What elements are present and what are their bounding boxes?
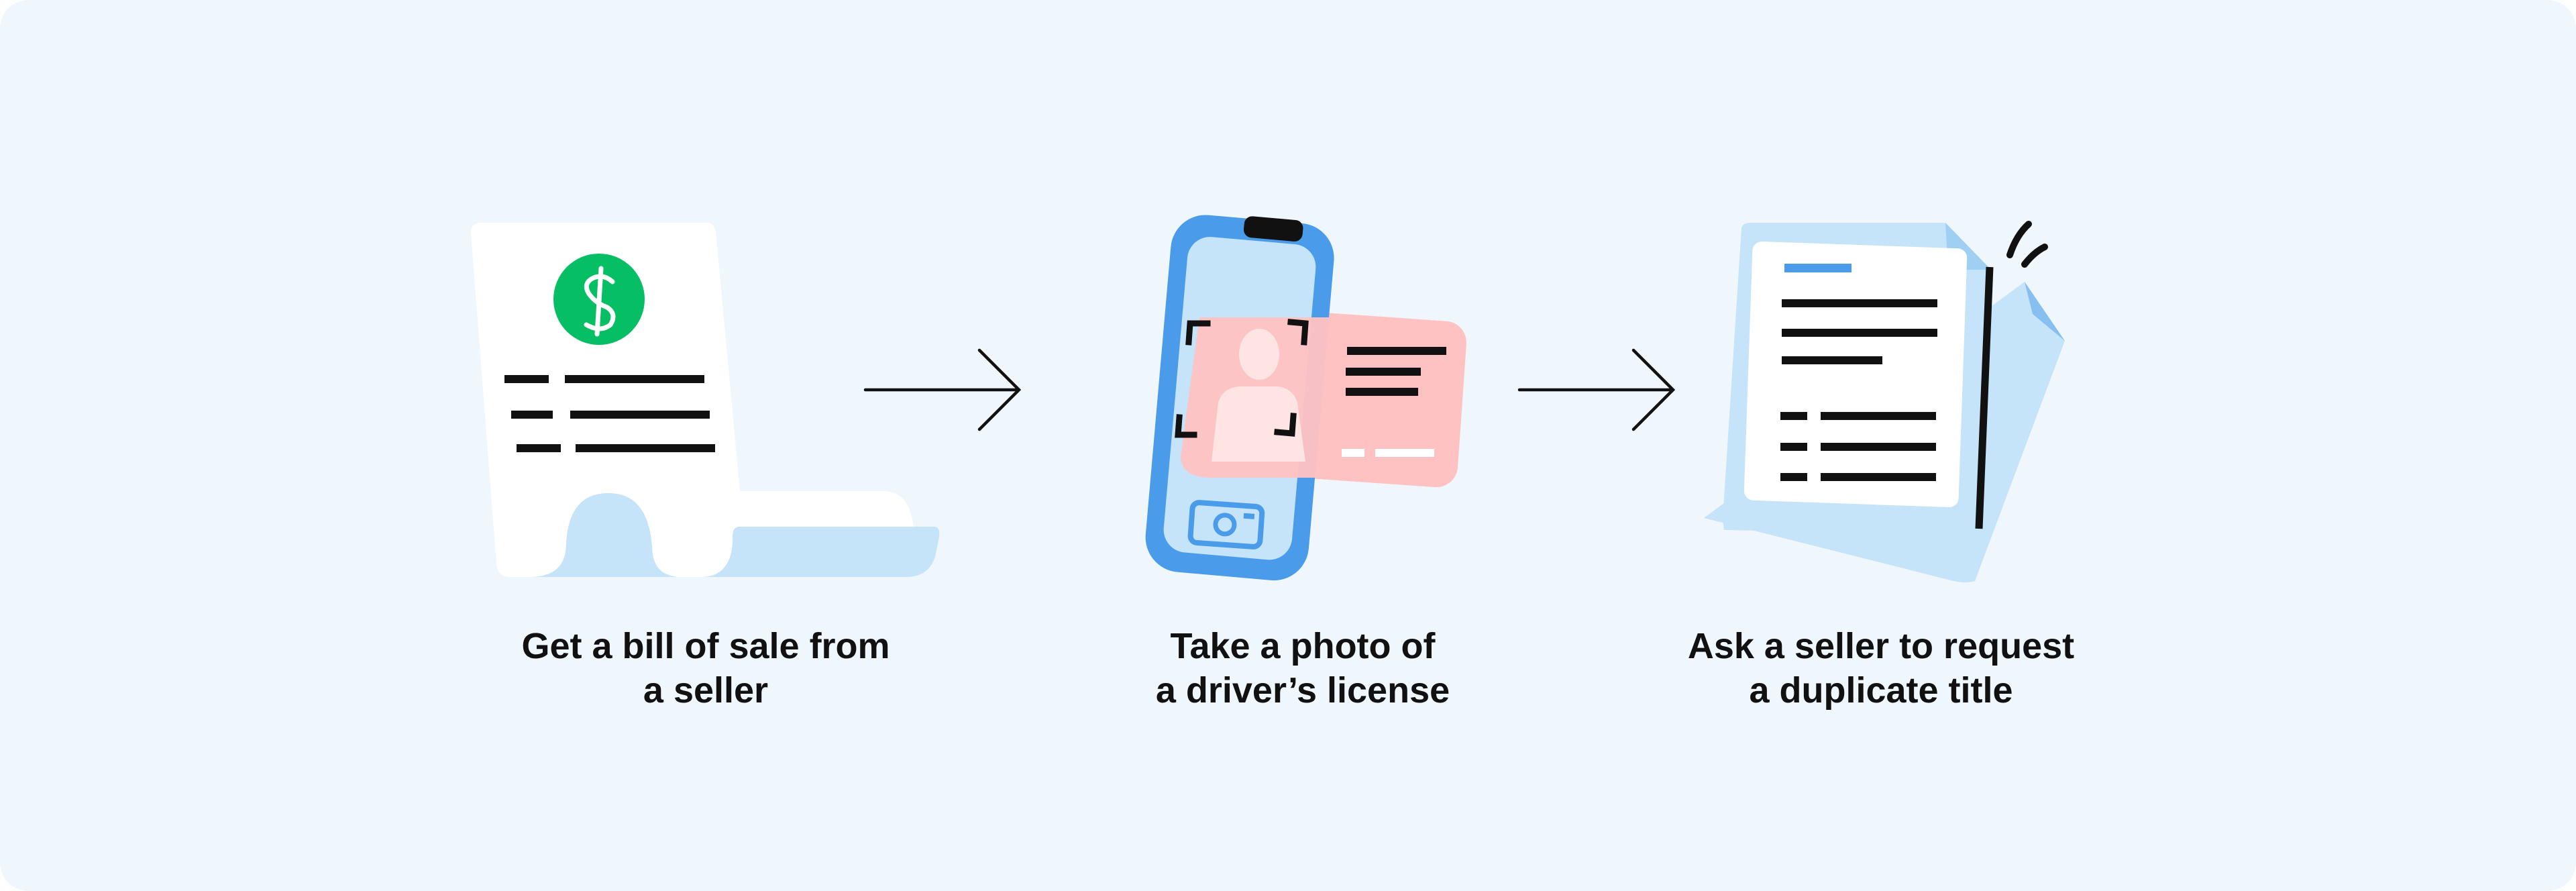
camera-icon — [1187, 500, 1265, 549]
arrow-right-icon — [863, 348, 1022, 431]
step-3-caption-line2: a duplicate title — [1749, 670, 2013, 711]
step-2-caption: Take a photo of a driver’s license — [1034, 624, 1571, 713]
step-3-caption: Ask a seller to request a duplicate titl… — [1613, 624, 2149, 713]
bill-of-sale-icon — [470, 223, 940, 577]
step-1-caption-line1: Get a bill of sale from — [521, 626, 890, 666]
focus-brackets-icon — [1175, 319, 1309, 438]
step-3-caption-line1: Ask a seller to request — [1687, 626, 2075, 666]
arrow-right-icon — [1517, 348, 1676, 431]
step-2-caption-line1: Take a photo of — [1170, 626, 1436, 666]
step-2-caption-line2: a driver’s license — [1155, 670, 1450, 711]
sparkle-icon — [2006, 221, 2048, 268]
phone-license-photo-icon — [1145, 215, 1466, 581]
duplicate-title-icon — [1704, 221, 2065, 582]
step-1-caption: Get a bill of sale from a seller — [437, 624, 974, 713]
step-1-caption-line2: a seller — [643, 670, 769, 711]
person-silhouette-icon — [1212, 329, 1305, 462]
